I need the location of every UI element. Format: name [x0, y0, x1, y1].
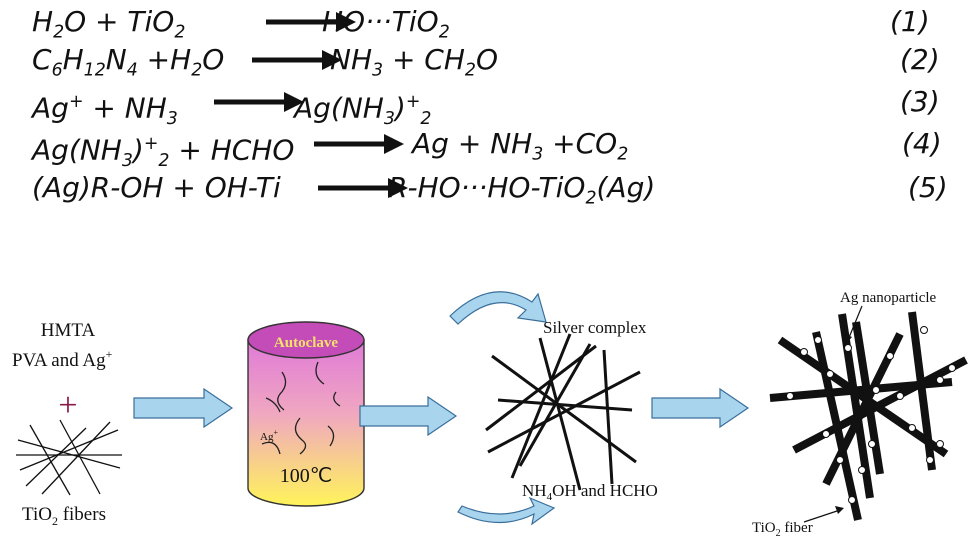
reaction-arrow-4: [314, 134, 404, 154]
reaction-arrow-1: [266, 12, 356, 32]
reaction-arrow-2: [252, 50, 342, 70]
temperature-label: 100℃: [280, 465, 332, 487]
nh4oh-hcho-label: NH4OH and HCHO: [522, 481, 658, 503]
equation-4-right: Ag + NH3 +CO2: [412, 127, 629, 165]
process-arrow-2: [359, 395, 458, 437]
process-arrow-1: [133, 387, 234, 429]
ag-nanoparticles: [786, 326, 956, 504]
equation-1-right: HO···TiO2: [322, 5, 450, 43]
silver-complex-label: Silver complex: [543, 318, 647, 337]
process-arrow-3: [651, 387, 750, 429]
equation-2-right: NH3 + CH2O: [330, 43, 499, 81]
tio2-fibers-sketch: [16, 419, 122, 496]
reaction-arrow-5: [318, 178, 408, 198]
ag-nanoparticle-label: Ag nanoparticle: [840, 290, 937, 306]
hmta-label: HMTA: [41, 320, 96, 341]
equation-5-left: (Ag)R-OH + OH-Ti: [32, 171, 281, 204]
curved-arrow-nh4oh: [457, 496, 556, 526]
pva-ag-label: PVA and Ag+: [12, 347, 113, 371]
ag-decorated-fibers: [769, 311, 968, 521]
ag-nanoparticle-pointer: [847, 305, 863, 341]
equation-3-number: (3): [900, 85, 940, 118]
equation-4-number: (4): [902, 127, 942, 160]
equation-4-left: Ag(NH3)+2 + HCHO: [32, 133, 295, 171]
equation-2-left: C6H12N4 +H2O: [32, 43, 225, 81]
reaction-arrow-3: [214, 92, 304, 112]
autoclave-cylinder: [247, 321, 365, 507]
ag-ion-label: Ag+: [260, 428, 278, 443]
silver-complex-fibers: [485, 333, 641, 491]
ag-nanoparticle-pointer-head: [845, 334, 852, 344]
equation-3-left: Ag+ + NH3: [32, 91, 178, 129]
equation-5-number: (5): [908, 171, 948, 204]
tio2-fiber-pointer-head: [835, 506, 844, 514]
plus-sign: +: [58, 387, 77, 424]
equation-1-left: H2O + TiO2: [32, 5, 186, 43]
tio2-fiber-pointer: [803, 509, 841, 523]
tio2-fiber-label: TiO2 fiber: [752, 520, 813, 539]
equation-2-number: (2): [900, 43, 940, 76]
equation-3-right: Ag(NH3)+2: [294, 91, 432, 129]
tio2-fibers-label: TiO2 fibers: [22, 504, 106, 528]
equation-1-number: (1): [890, 5, 930, 38]
autoclave-title: Autoclave: [274, 335, 338, 351]
equation-5-right: R-HO···HO-TiO2(Ag): [388, 171, 656, 209]
curved-arrow-silver-complex: [449, 291, 547, 325]
